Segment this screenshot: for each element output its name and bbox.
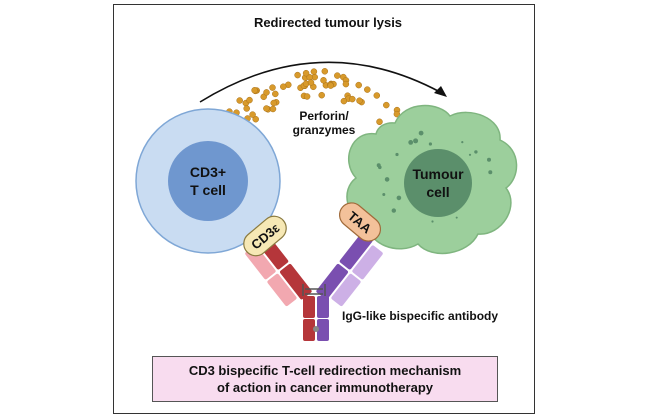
t-cell-label-line2: T cell (190, 182, 226, 198)
granule (340, 97, 348, 105)
fc-red-lower (303, 319, 315, 341)
caption-line1: CD3 bispecific T-cell redirection mechan… (188, 363, 462, 378)
lysis-arrow (199, 61, 441, 103)
tumour-dot (384, 177, 390, 182)
granule (269, 84, 276, 91)
granule (270, 99, 277, 107)
tumour-dot (382, 193, 386, 196)
heavy-chain-purple-upper (339, 232, 373, 270)
tumour-dot (468, 153, 472, 156)
tumour-dot (376, 163, 381, 168)
granule (280, 83, 287, 90)
granule (236, 97, 243, 104)
granule (356, 97, 363, 104)
granule (294, 71, 301, 79)
tumour-granules (376, 130, 493, 223)
granule (252, 115, 259, 123)
tumour-dot (487, 157, 491, 162)
granule (269, 105, 277, 113)
fc-purple-lower (317, 319, 329, 341)
caption-line2: of action in cancer immunotherapy (217, 380, 433, 395)
granule (263, 89, 270, 96)
granule (383, 101, 390, 109)
granule (349, 95, 356, 103)
granule (307, 79, 315, 86)
granule (318, 91, 325, 99)
cd3-receptor-shape (243, 215, 287, 257)
caption-box: CD3 bispecific T-cell redirection mechan… (152, 356, 498, 402)
perforin-label-line1: Perforin/ (299, 109, 349, 123)
granule (243, 105, 250, 112)
granule (376, 118, 383, 126)
light-chain-pink-lower (267, 273, 297, 307)
granule (303, 93, 311, 100)
granule (310, 68, 318, 75)
tumour-dot (488, 170, 493, 175)
fc-red-upper (303, 296, 315, 318)
t-cell-nucleus (168, 141, 248, 221)
tumour-dot (428, 142, 432, 146)
granule (373, 92, 381, 99)
granule (334, 72, 341, 79)
tumour-dot (391, 208, 396, 213)
tumour-label-line1: Tumour (412, 166, 464, 182)
granule (263, 105, 270, 112)
granule (249, 111, 256, 118)
light-chain-lilac-upper (352, 245, 383, 280)
fc-purple-upper (317, 296, 329, 318)
tumour-dot (413, 138, 419, 144)
antibody-label: IgG-like bispecific antibody (342, 309, 498, 323)
title: Redirected tumour lysis (254, 15, 402, 30)
antibody-fc (302, 284, 329, 341)
fc-mutation-dot (313, 326, 319, 332)
taa-shape (338, 202, 382, 242)
granule (302, 69, 310, 77)
tumour-dot (408, 140, 414, 145)
light-chain-lilac-lower (331, 273, 361, 307)
tumour-dot (418, 130, 424, 136)
granule (393, 110, 401, 118)
tumour-nucleus (404, 149, 472, 217)
granule (355, 81, 362, 89)
granule (342, 80, 350, 88)
perforin-label-line2: granzymes (293, 123, 356, 137)
tumour-dot (461, 141, 464, 144)
granule (364, 86, 371, 93)
granule (272, 90, 279, 98)
tumour-label-line2: cell (426, 184, 449, 200)
granule (246, 96, 253, 104)
granule (321, 68, 329, 75)
tumour-dot (455, 216, 458, 219)
tumour-dot (395, 152, 399, 157)
tumour-dot (474, 150, 478, 154)
t-cell-label-line1: CD3+ (190, 164, 226, 180)
granule (327, 82, 334, 89)
tumour-dot (396, 195, 402, 201)
granule (320, 77, 327, 84)
granule (251, 87, 258, 94)
lysis-arrowhead (434, 86, 447, 97)
tumour-dot (431, 220, 434, 223)
